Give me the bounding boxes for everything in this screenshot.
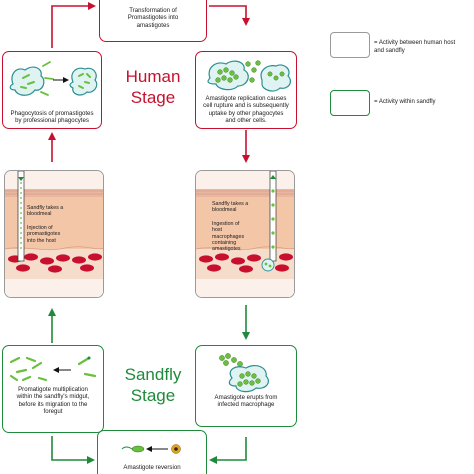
box-reversion: Amastigote reversion (97, 430, 207, 474)
box-phagocytosis: Phagocytosis of promastigotes by profess… (2, 51, 102, 129)
box-erupts: Amastigote erupts from infected macropha… (195, 345, 297, 427)
promastigote-icon (9, 356, 48, 382)
caption-erupts: Amastigote erupts from infected macropha… (214, 394, 278, 409)
phagocytosis-illustration (9, 61, 98, 96)
box-replication: Amastigote replication causes cell ruptu… (195, 51, 297, 129)
reversion-illustration (121, 444, 181, 454)
caption-right-injection: Ingestion of host macrophages containing… (212, 221, 245, 253)
caption-replication: Amastigote replication causes cell ruptu… (203, 95, 289, 125)
caption-right-bloodmeal: Sandfly takes a bloodmeal (212, 201, 249, 214)
legend-label-between: = Activity between human host and sandfl… (374, 40, 456, 54)
skin-illustration (5, 171, 103, 297)
proboscis-icon (17, 171, 25, 262)
legend-label-within: = Activity within sandfly (374, 99, 436, 105)
erupts-illustration (219, 353, 269, 393)
legend-swatch-between (330, 32, 370, 58)
caption-phagocytosis: Phagocytosis of promastigotes by profess… (10, 110, 94, 125)
caption-reversion: Amastigote reversion (123, 464, 181, 471)
box-transformation: Transformation of Promastigotes into ama… (99, 0, 207, 42)
sandfly-stage-title: Sandfly Stage (124, 365, 182, 405)
macrophage-icon (69, 67, 98, 96)
macrophage-icon (9, 66, 45, 96)
replication-illustration (207, 60, 292, 92)
panel-ingestion: Sandfly takes a bloodmeal Ingestion of h… (195, 170, 295, 298)
skin-illustration (196, 171, 294, 297)
panel-injection: Sandfly takes a bloodmeal Injection of p… (4, 170, 104, 298)
caption-transformation: Transformation of Promastigotes into ama… (127, 7, 179, 29)
macrophage-icon (228, 364, 269, 393)
promastigote-icon (131, 445, 145, 453)
human-stage-title: Human Stage (125, 67, 181, 107)
caption-left-bloodmeal: Sandfly takes a bloodmeal (27, 205, 64, 218)
box-multiplication: Promatigote multiplication within the sa… (2, 345, 104, 433)
red-blood-cell-icon (199, 253, 293, 273)
macrophage-icon (207, 60, 249, 91)
caption-left-injection: Injection of promastigotes into the host (27, 225, 61, 244)
multiplication-illustration (9, 356, 97, 382)
macrophage-icon (261, 258, 275, 272)
promastigote-icon (78, 73, 91, 89)
caption-multiplication: Promatigote multiplication within the sa… (16, 386, 90, 416)
legend-swatch-within (330, 90, 370, 116)
promastigote-icon (40, 61, 54, 96)
promastigote-icon (20, 74, 35, 89)
